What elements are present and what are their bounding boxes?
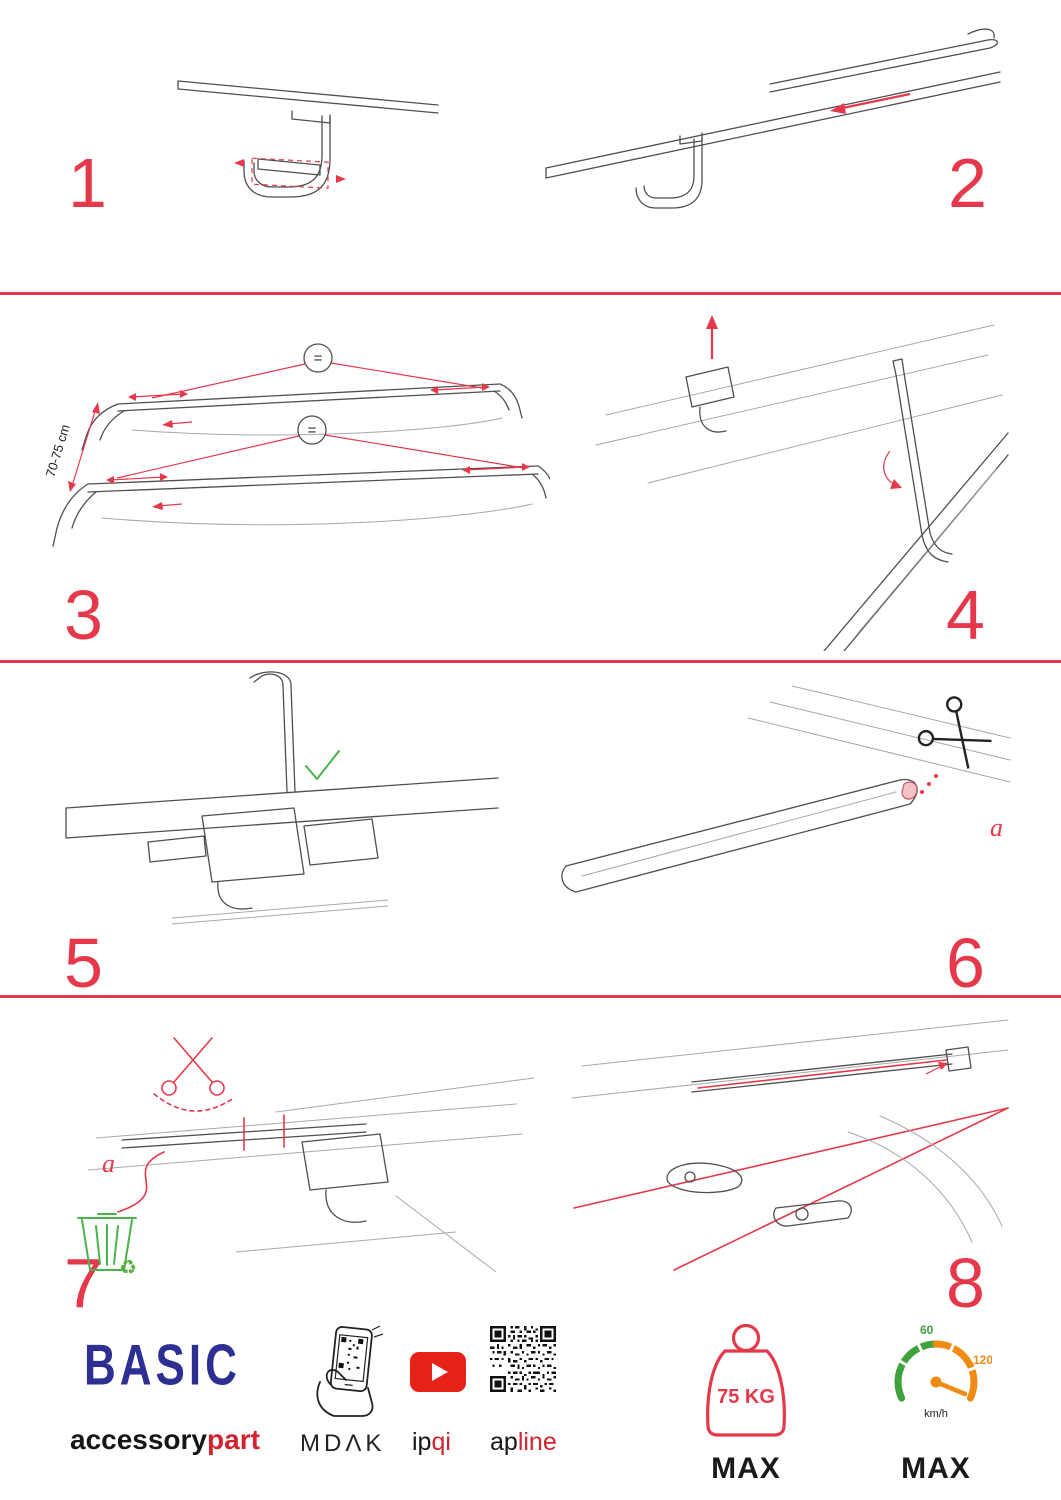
accessorypart-wordmark: accessorypart xyxy=(70,1424,260,1456)
step-4-illustration xyxy=(595,315,1009,651)
equals-symbol: = xyxy=(308,422,317,439)
phone-scan-icon xyxy=(316,1325,384,1417)
height-dimension-line xyxy=(71,407,97,487)
allen-key xyxy=(895,372,931,536)
insert-arrow-icon xyxy=(234,159,244,167)
speed-max-label: MAX xyxy=(901,1452,971,1485)
step-4-number: 4 xyxy=(946,576,985,654)
slide-arrow-icon xyxy=(837,92,911,111)
step-7-illustration: a ♻ xyxy=(77,1037,534,1279)
weight-value: 75 KG xyxy=(717,1386,775,1408)
weight-limit-icon: 75 KG xyxy=(706,1323,786,1437)
step-5-number: 5 xyxy=(64,924,103,1002)
qr-code xyxy=(490,1326,556,1392)
section-divider xyxy=(0,995,1061,998)
step-3-illustration: = = 70-75 cm xyxy=(43,343,550,547)
discard-strip xyxy=(117,1151,165,1213)
mdak-wordmark: MDΛK xyxy=(300,1430,386,1457)
insert-arrow-icon xyxy=(336,175,346,183)
step-2-number: 2 xyxy=(948,144,987,222)
section-divider xyxy=(0,660,1061,663)
ipqi-red: qi xyxy=(431,1428,451,1456)
speed-unit-label: km/h xyxy=(924,1408,948,1420)
speed-low-label: 60 xyxy=(920,1323,934,1337)
scissors-red-icon xyxy=(153,1037,235,1112)
measurement-label: 70-75 cm xyxy=(43,423,73,479)
slide-arrow-head xyxy=(830,103,846,114)
apline-black: ap xyxy=(490,1428,518,1456)
step-6-illustration: a xyxy=(561,685,1011,893)
weight-max-label: MAX xyxy=(711,1452,781,1485)
highlight-dashed-box xyxy=(251,157,329,189)
step-1-number: 1 xyxy=(68,144,107,222)
speedometer-icon: 60 120 km/h xyxy=(894,1323,992,1420)
accessorypart-black: accessory xyxy=(70,1424,208,1455)
ipqi-wordmark: ipqi xyxy=(412,1428,451,1457)
label-a: a xyxy=(990,813,1003,842)
recycle-icon: ♻ xyxy=(119,1255,137,1279)
label-a: a xyxy=(102,1149,115,1178)
trash-bin-icon: ♻ xyxy=(77,1213,137,1279)
step-3-number: 3 xyxy=(64,576,103,654)
equals-badge xyxy=(303,343,333,373)
step-2-illustration xyxy=(545,28,1001,209)
step-7-number: 7 xyxy=(64,1244,103,1322)
apline-wordmark: apline xyxy=(490,1428,557,1457)
panel-edge-line xyxy=(573,1107,1009,1209)
step-8-illustration xyxy=(571,1019,1009,1271)
accessorypart-red: part xyxy=(207,1424,260,1455)
end-cap-piece xyxy=(901,781,918,800)
scissors-icon xyxy=(917,696,992,769)
rubber-strip-highlight xyxy=(697,1059,947,1089)
apline-red: line xyxy=(517,1428,557,1456)
step-6-number: 6 xyxy=(946,924,985,1002)
equals-badge xyxy=(297,415,327,445)
speed-high-label: 120 xyxy=(973,1353,992,1367)
step-8-number: 8 xyxy=(946,1244,985,1322)
youtube-icon xyxy=(410,1352,466,1392)
basic-logo: BASIC xyxy=(84,1334,241,1398)
step-1-illustration xyxy=(177,80,439,198)
equals-symbol: = xyxy=(314,350,323,367)
section-divider xyxy=(0,292,1061,295)
checkmark-icon xyxy=(305,750,340,780)
ipqi-black: ip xyxy=(412,1428,432,1456)
step-5-illustration xyxy=(65,671,499,925)
panel-edge-line xyxy=(673,1107,1009,1271)
